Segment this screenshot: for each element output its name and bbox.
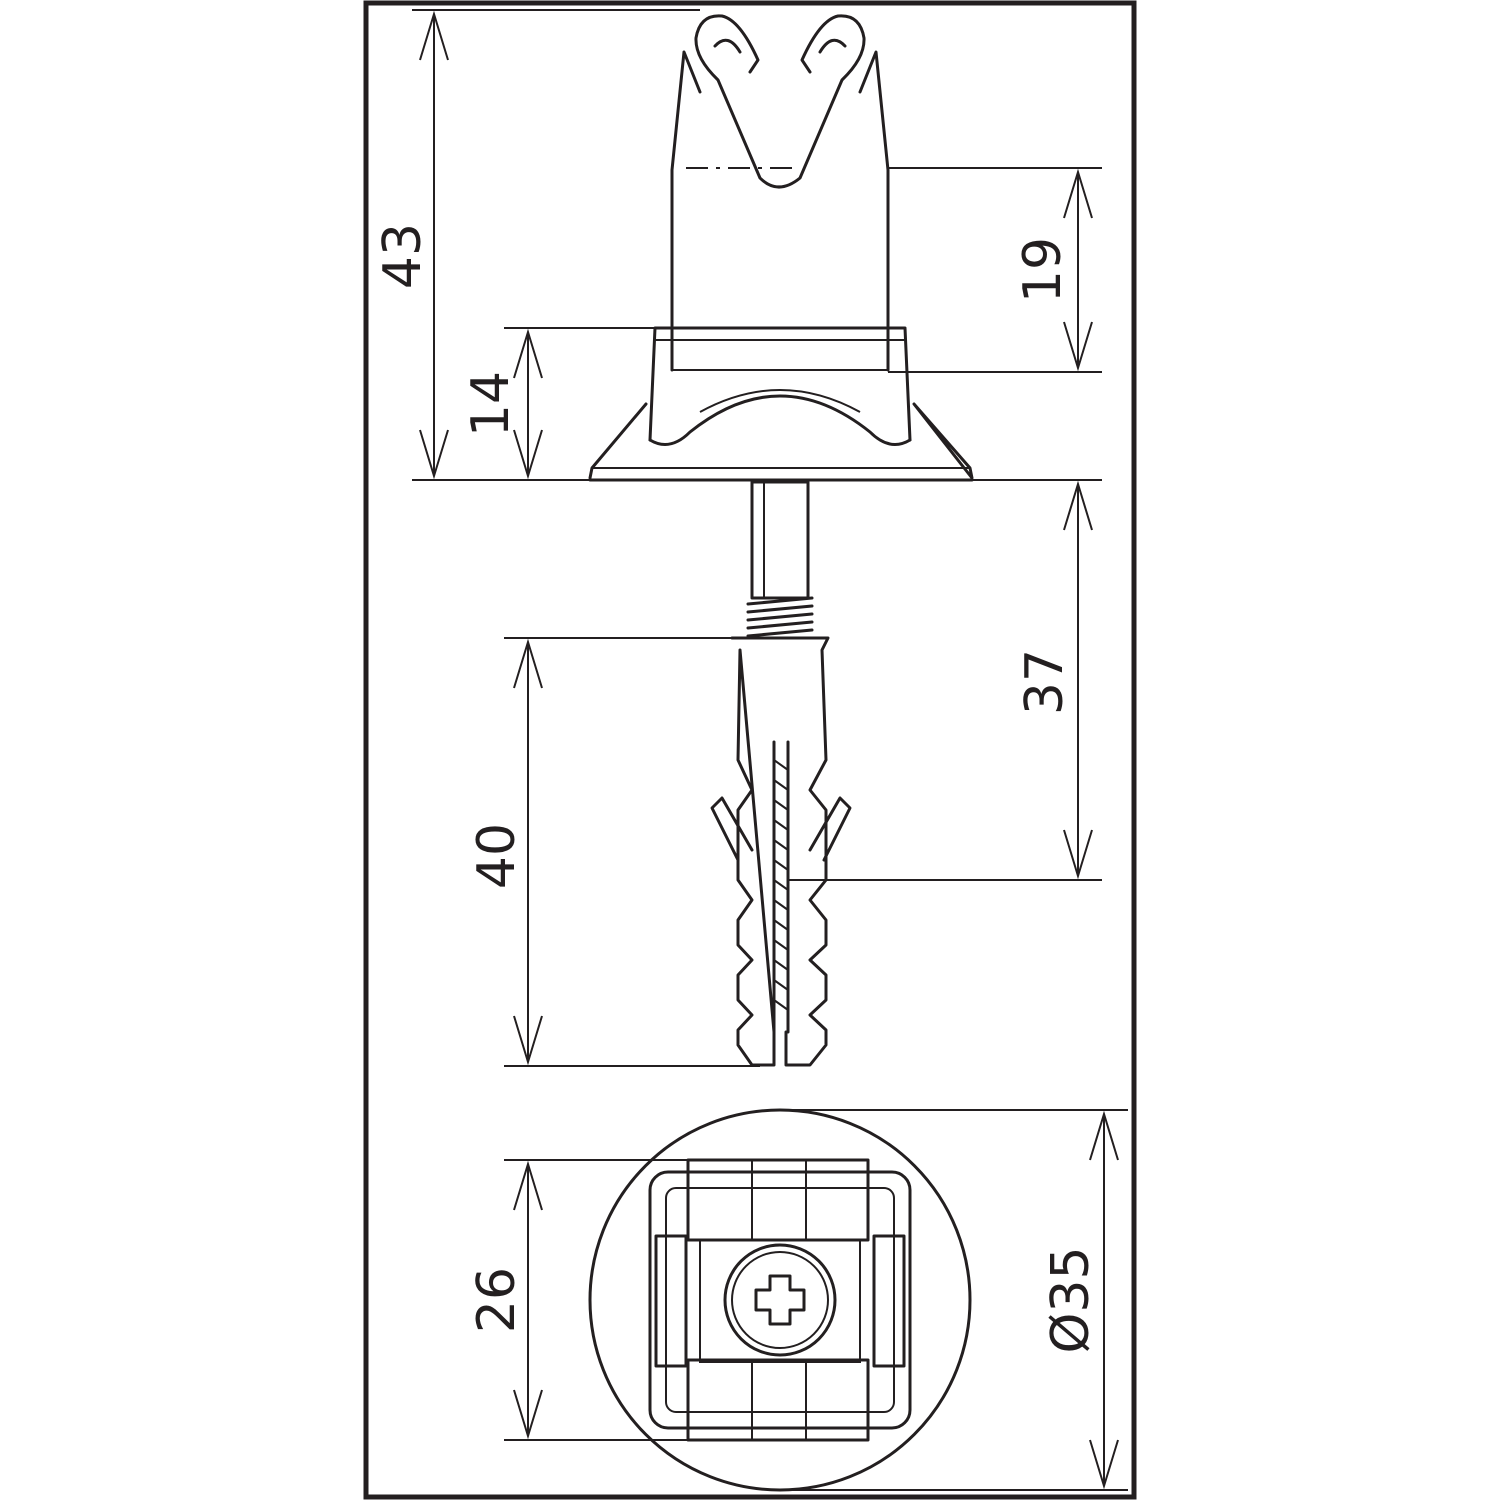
dowel (710, 636, 852, 1067)
base-collar (648, 326, 912, 442)
spring (746, 596, 814, 638)
dim-label-43: 43 (373, 223, 433, 289)
drawing-frame (363, 0, 1137, 1500)
shaft (746, 480, 814, 638)
flange (588, 402, 974, 480)
top-view (588, 1108, 972, 1492)
dim-label-19: 19 (1013, 237, 1073, 303)
dim-label-40: 40 (467, 823, 527, 889)
square-frame-inner (665, 1187, 895, 1413)
wire-clip (694, 14, 866, 189)
square-frame-outer (648, 1170, 912, 1430)
dim-label-diameter-35: Ø35 (1041, 1246, 1101, 1353)
dim-label-14: 14 (461, 371, 521, 437)
holder-head (588, 14, 974, 482)
dim-label-26: 26 (467, 1267, 527, 1333)
holder-body (670, 50, 890, 328)
dim-label-37: 37 (1015, 649, 1075, 715)
dimension-lines (412, 9, 1128, 1491)
dowel-wing-right (808, 796, 852, 862)
base-circle (588, 1108, 972, 1492)
dowel-wing-left (710, 796, 754, 862)
phillips-cross-icon (754, 1274, 806, 1326)
dowel-body (730, 636, 830, 1067)
screw-head (723, 1243, 837, 1357)
